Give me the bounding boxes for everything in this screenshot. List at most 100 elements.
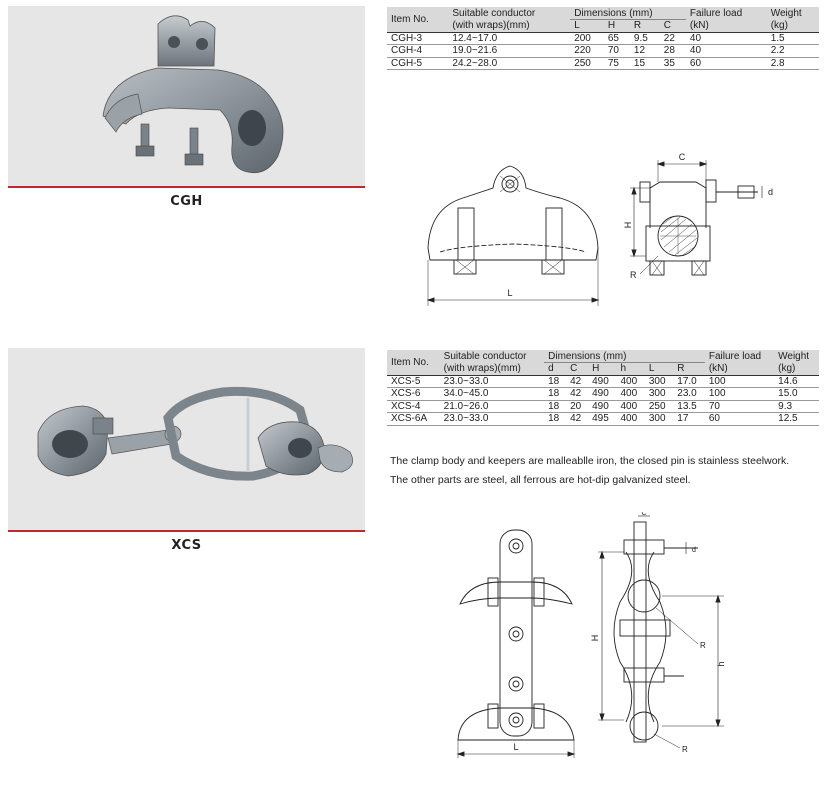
header-weight: Weight: [774, 350, 819, 363]
xcs-dim-label-r-lower: R: [682, 745, 688, 754]
cell: 23.0~33.0: [439, 412, 545, 426]
cell: 70: [704, 400, 775, 413]
cell: 9.3: [774, 400, 819, 413]
cell: 250: [644, 400, 674, 413]
xcs-dim-label-d: d: [692, 547, 696, 554]
cgh-dim-label-h: H: [623, 222, 633, 229]
cell: CGH-5: [387, 57, 449, 70]
header-failure-unit: (kN): [704, 362, 775, 376]
cgh-product-photo: [8, 6, 365, 188]
cell: 34.0~45.0: [439, 387, 545, 401]
cell: 220: [570, 44, 604, 58]
cell: 495: [588, 412, 617, 426]
cell: 490: [588, 387, 617, 401]
cell: XCS-4: [387, 400, 440, 413]
header-dim-h-upper: H: [588, 362, 617, 376]
header-dim-d: d: [544, 362, 567, 376]
cell: 24.2~28.0: [448, 57, 571, 70]
cgh-caption: CGH: [170, 194, 203, 209]
cell: 490: [588, 375, 617, 388]
cell: 28: [659, 44, 686, 58]
cell: 13.5: [673, 400, 705, 413]
cell: 21.0~26.0: [439, 400, 545, 413]
header-item-no: Item No.: [387, 350, 440, 376]
cell: 65: [603, 32, 630, 45]
cell: 400: [616, 400, 645, 413]
cell: 20: [566, 400, 589, 413]
header-dim-h: H: [603, 19, 630, 33]
header-conductor-unit: (with wraps)(mm): [448, 19, 571, 33]
cell: 23.0: [673, 387, 705, 401]
header-weight: Weight: [766, 7, 819, 20]
cell: 300: [644, 375, 674, 388]
cell: 40: [685, 44, 767, 58]
cgh-dim-label-c: C: [679, 152, 686, 162]
header-failure-load: Failure load: [685, 7, 767, 20]
cell: 70: [603, 44, 630, 58]
cell: 42: [566, 375, 589, 388]
xcs-material-note-line-2: The other parts are steel, all ferrous a…: [390, 474, 691, 486]
header-failure-unit: (kN): [685, 19, 767, 33]
cell: 400: [616, 412, 645, 426]
cell: 42: [566, 387, 589, 401]
cgh-clamp-illustration: [102, 15, 284, 174]
cell: 18: [544, 400, 567, 413]
header-conductor: Suitable conductor: [448, 7, 571, 20]
cell: 15: [629, 57, 660, 70]
cell: 23.0~33.0: [439, 375, 545, 388]
cell: 250: [570, 57, 604, 70]
cell: 12: [629, 44, 660, 58]
header-dimensions: Dimensions (mm): [544, 350, 705, 363]
xcs-material-note-line-1: The clamp body and keepers are malleabll…: [390, 455, 790, 467]
cgh-technical-drawing: L C H R d: [426, 152, 773, 306]
table-row: CGH-5 24.2~28.0 250 75 15 35 60 2.8: [387, 57, 819, 70]
header-conductor-unit: (with wraps)(mm): [439, 362, 545, 376]
cgh-dim-label-d: d: [768, 187, 773, 197]
header-failure-load: Failure load: [704, 350, 775, 363]
xcs-dim-label-c: C: [641, 512, 646, 517]
table-row: XCS-4 21.0~26.0 18 20 490 400 250 13.5 7…: [387, 400, 819, 413]
header-dim-r: R: [629, 19, 660, 33]
xcs-dim-label-h-upper: H: [590, 635, 600, 642]
xcs-dim-label-r-upper: R: [700, 641, 706, 650]
header-weight-unit: (kg): [774, 362, 819, 376]
cell: 42: [566, 412, 589, 426]
cell: 200: [570, 32, 604, 45]
header-dim-h-lower: h: [616, 362, 645, 376]
xcs-clamp-illustration: [37, 386, 353, 481]
cell: 60: [685, 57, 767, 70]
table-row: CGH-3 12.4~17.0 200 65 9.5 22 40 1.5: [387, 32, 819, 45]
cgh-dim-label-l: L: [507, 288, 512, 298]
header-dim-c: C: [659, 19, 686, 33]
table-row: CGH-4 19.0~21.6 220 70 12 28 40 2.2: [387, 44, 819, 58]
cell: 22: [659, 32, 686, 45]
header-dim-c: C: [566, 362, 589, 376]
cell: CGH-4: [387, 44, 449, 58]
cell: 2.2: [766, 44, 819, 58]
cell: 18: [544, 375, 567, 388]
cell: 12.4~17.0: [448, 32, 571, 45]
table-row: XCS-6 34.0~45.0 18 42 490 400 300 23.0 1…: [387, 387, 819, 401]
cell: 17.0: [673, 375, 705, 388]
header-dim-l: L: [644, 362, 674, 376]
cell: 2.8: [766, 57, 819, 70]
cell: 75: [603, 57, 630, 70]
header-dim-r: R: [673, 362, 705, 376]
cell: 18: [544, 412, 567, 426]
cell: 12.5: [774, 412, 819, 426]
xcs-caption: XCS: [171, 538, 202, 553]
header-item-no: Item No.: [387, 7, 449, 33]
header-dim-l: L: [570, 19, 604, 33]
xcs-spec-table: Item No. Suitable conductor Dimensions (…: [387, 350, 819, 426]
table-row: XCS-5 23.0~33.0 18 42 490 400 300 17.0 1…: [387, 375, 819, 388]
xcs-technical-drawing: L C d H h R R: [456, 512, 726, 758]
cgh-spec-table: Item No. Suitable conductor Dimensions (…: [387, 7, 819, 70]
table-row: XCS-6A 23.0~33.0 18 42 495 400 300 17 60…: [387, 412, 819, 426]
cell: 9.5: [629, 32, 660, 45]
cell: 60: [704, 412, 775, 426]
cell: 300: [644, 412, 674, 426]
cell: 14.6: [774, 375, 819, 388]
cell: 19.0~21.6: [448, 44, 571, 58]
xcs-dim-label-h-lower: h: [716, 661, 726, 666]
cell: XCS-6: [387, 387, 440, 401]
